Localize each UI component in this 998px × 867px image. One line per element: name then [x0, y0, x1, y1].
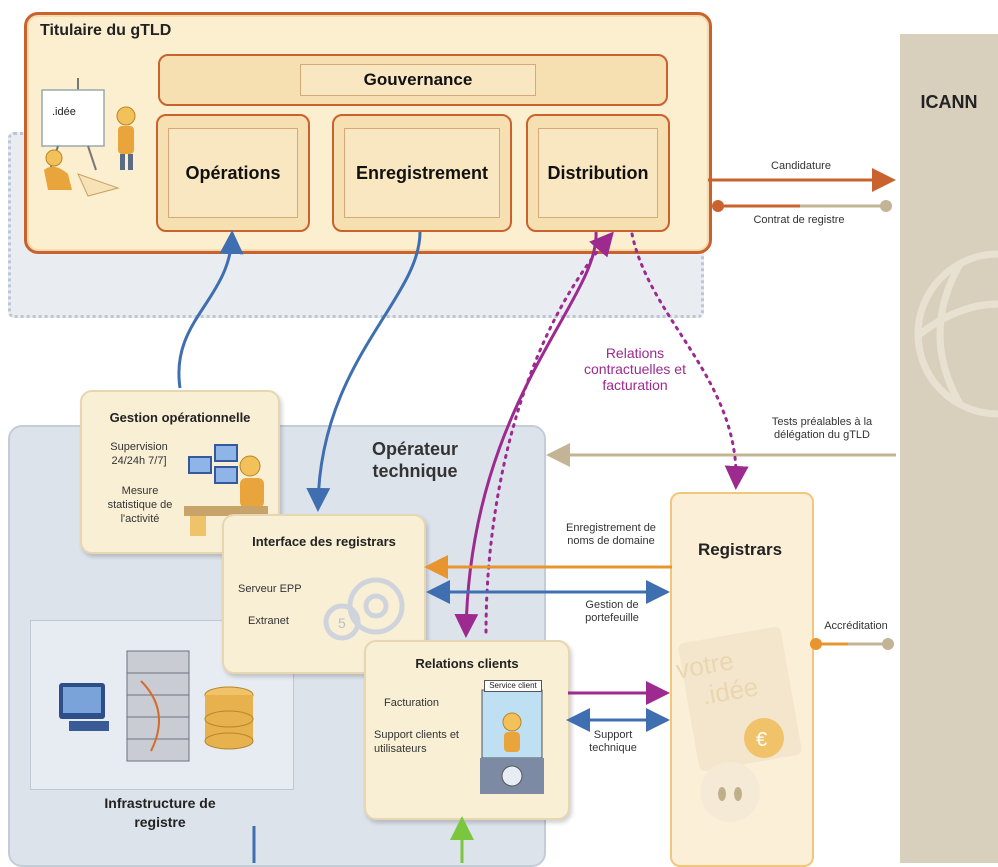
contract-billing-label: Relations contractuelles et facturation [584, 345, 686, 393]
registration-to-interface-arrow [306, 231, 422, 512]
distribution-label: Distribution [538, 128, 658, 218]
ops-supervision-text: Supervision 24/24h 7/7] [110, 441, 168, 467]
gears-icon: 5 [323, 577, 405, 641]
portfolio-management-label: Gestion de portefeuille [585, 599, 639, 624]
registration-block: Enregistrement [332, 114, 512, 232]
monitoring-desk-icon [184, 444, 268, 536]
service-agent-icon [480, 689, 544, 794]
governance-label: Gouvernance [300, 64, 536, 96]
customer-support-label: Support clients et utilisateurs [374, 729, 459, 755]
distribution-to-clients-arrow [454, 231, 598, 638]
epp-server-label: Serveur EPP [238, 583, 302, 595]
ops-management-card: Gestion opérationnelle Supervision 24/24… [80, 390, 280, 554]
domain-registration-label: Enregistrement de noms de domaine [566, 522, 656, 547]
globe-icon [914, 250, 998, 418]
predelegation-tests-label: Tests préalables à la délégation du gTLD [771, 416, 873, 441]
registrar-watermark-illustration: € [678, 626, 802, 822]
ops-to-operations-arrow [177, 230, 244, 389]
infrastructure-title: Infrastructure de registre [104, 795, 216, 830]
ops-stats-text: Mesure statistique de l'activité [107, 485, 173, 525]
operations-block: Opérations [156, 114, 310, 232]
presenter-icon [41, 78, 136, 197]
registrars-title: Registrars [697, 540, 783, 559]
clients-to-distribution-dotted [484, 231, 614, 634]
registration-label: Enregistrement [344, 128, 500, 218]
distribution-to-registrars-dotted [630, 232, 749, 490]
presentation-illustration [38, 70, 148, 200]
extranet-label: Extranet [248, 615, 289, 627]
application-label: Candidature [771, 160, 831, 172]
idea-board-label: .idée [52, 106, 76, 118]
billing-label: Facturation [384, 697, 440, 709]
server-rack-icon [59, 650, 254, 762]
svg-text:5: 5 [338, 615, 346, 631]
service-desk-sign: Service client [484, 680, 542, 692]
registrars-box: € [670, 492, 814, 867]
tech-support-label: Support technique [589, 729, 637, 754]
icann-label: ICANN [920, 92, 978, 112]
technical-operator-title: Opérateur technique [371, 439, 459, 481]
operations-label: Opérations [168, 128, 298, 218]
client-relations-title: Relations clients [415, 656, 519, 671]
accreditation-label: Accréditation [824, 620, 888, 632]
icann-column [900, 34, 998, 863]
euro-icon: € [756, 729, 767, 751]
registrar-interface-title: Interface des registrars [252, 534, 396, 549]
distribution-block: Distribution [526, 114, 670, 232]
registry-contract-label: Contrat de registre [753, 214, 845, 226]
gtld-holder-title: Titulaire du gTLD [40, 22, 172, 39]
governance-block: Gouvernance [158, 54, 668, 106]
service-desk-illustration [480, 678, 546, 798]
ops-management-title: Gestion opérationnelle [109, 410, 251, 425]
client-relations-card: Relations clients Facturation Support cl… [364, 640, 570, 820]
